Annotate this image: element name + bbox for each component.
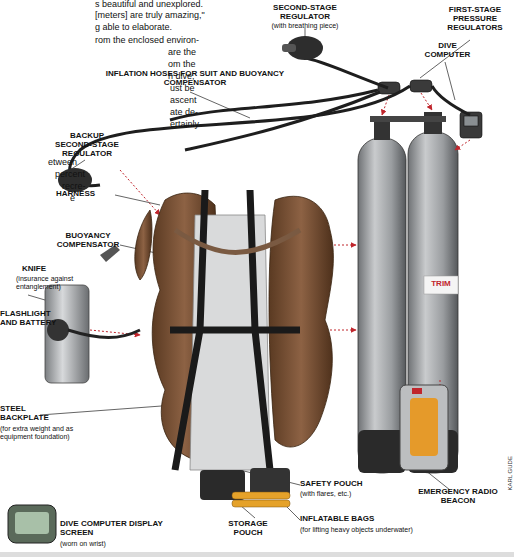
article-text: e (70, 194, 100, 204)
part-note: (for extra weight and as equipment found… (0, 425, 78, 440)
flashlight (45, 285, 140, 383)
part-label: FLASHLIGHT AND BATTERY (0, 310, 60, 328)
part-note: (with breathing piece) (250, 22, 360, 30)
article-text: rom the enclosed environ- (95, 36, 235, 46)
part-label: FIRST-STAGE PRESSURE REGULATORS (440, 6, 510, 32)
article-text: om the (168, 60, 228, 70)
article-text: etween (48, 158, 108, 168)
part-note: (with flares, etc.) (300, 490, 390, 498)
article-text: are the (168, 48, 228, 58)
article-text: ust be (170, 84, 230, 94)
part-label: SAFETY POUCH (300, 480, 380, 489)
harness-straps (170, 190, 300, 470)
article-text: g able to elaborate. (95, 23, 235, 33)
article-text: percent (55, 170, 115, 180)
part-label: DIVE COMPUTER DISPLAY SCREEN (60, 520, 180, 538)
article-text: s beautiful and unexplored. (95, 0, 235, 10)
assembly-arrows (90, 93, 470, 470)
part-label: INFLATABLE BAGS (300, 515, 480, 524)
radio-beacon (400, 385, 448, 470)
part-label: SECOND-STAGE REGULATOR (250, 4, 360, 22)
part-note: (for lifting heavy objects underwater) (300, 526, 500, 534)
tank-mark: TRIM (426, 280, 456, 289)
article-text: n dive, (168, 72, 228, 82)
regulator-parts (378, 80, 482, 138)
part-note: (worn on wrist) (60, 540, 160, 548)
article-text: recre- (62, 182, 122, 192)
part-label: BUOYANCY COMPENSATOR (48, 232, 128, 250)
part-label: KNIFE (22, 265, 82, 274)
part-label: STEEL BACKPLATE (0, 405, 50, 423)
wrist-display (8, 505, 56, 543)
pouches (200, 468, 290, 507)
article-text: ertainly (170, 120, 230, 130)
article-text: ate de- (170, 108, 230, 118)
part-label: INFLATION HOSES FOR SUIT AND BUOYANCY CO… (100, 70, 290, 88)
part-label: DIVE COMPUTER (420, 42, 475, 60)
gas-cylinders (358, 112, 458, 473)
part-label: STORAGE POUCH (218, 520, 278, 538)
part-label: EMERGENCY RADIO BEACON (418, 488, 498, 506)
second-stage-regulator (282, 36, 323, 60)
credit: KARL GUDE (507, 443, 514, 503)
article-text: [meters] are truly amazing," (95, 11, 235, 21)
leader-lines (28, 28, 470, 520)
part-note: (insurance against entanglement) (16, 275, 86, 290)
part-label: HARNESS (56, 190, 116, 199)
article-text: ascent (170, 96, 230, 106)
part-label: BACKUP SECOND-STAGE REGULATOR (52, 132, 122, 158)
hoses (70, 58, 470, 186)
